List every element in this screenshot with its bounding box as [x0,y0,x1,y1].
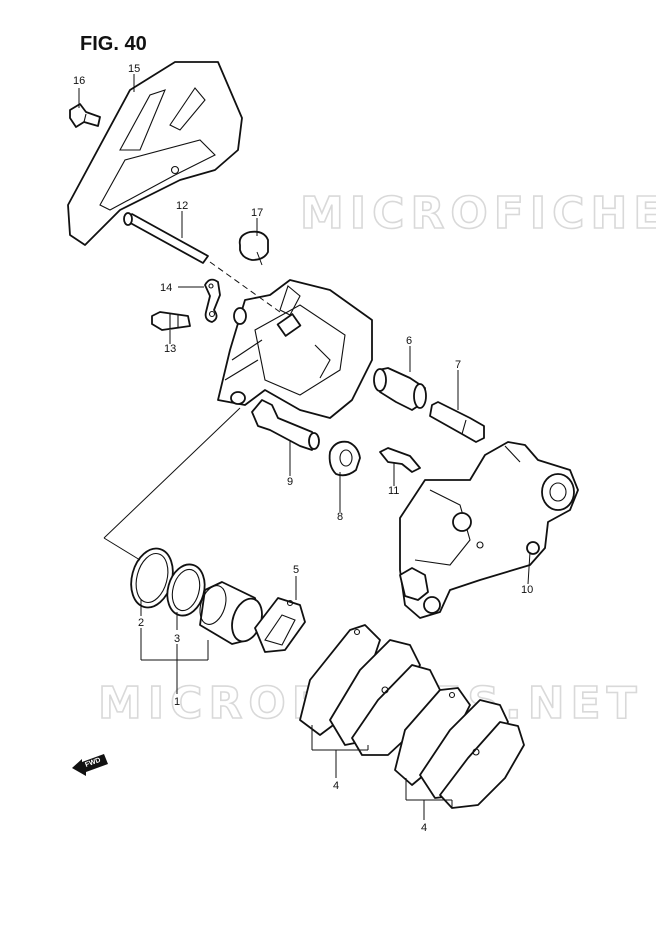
callout-4-rear: 4 [421,822,427,834]
part-17-cap [238,230,269,261]
figure-title: FIG. 40 [80,33,147,55]
callout-16: 16 [73,75,85,87]
assembly-lines [103,261,281,561]
callout-1: 1 [174,696,180,708]
forward-direction-arrow: FWD [72,754,108,776]
piston [199,581,263,645]
part-9-slide-pin [251,399,320,451]
part-10-bracket [399,441,579,619]
callout-10: 10 [521,584,533,596]
leader-lines [78,74,531,820]
callout-13: 13 [164,343,176,355]
part-14-clip [204,278,221,323]
callout-4-front: 4 [333,780,339,792]
caliper-body [217,279,373,419]
callout-14: 14 [160,282,172,294]
watermark-top: MICROFICHES.NET [300,188,656,239]
part-5-shim [254,597,306,653]
callout-12: 12 [176,200,188,212]
part-7-bolt [429,401,485,443]
callout-17: 17 [251,207,263,219]
part-16-bolt [69,103,101,128]
callout-numbers: 16 15 12 17 14 13 6 7 9 8 11 10 5 2 3 1 … [73,63,533,834]
part-15-cover [67,61,243,246]
callout-9: 9 [287,476,293,488]
callout-11: 11 [388,485,399,497]
callout-8: 8 [337,511,343,523]
callout-6: 6 [406,335,412,347]
callout-2: 2 [138,617,144,629]
part-13-bleeder-valve [151,311,191,331]
part-3-seal [166,563,206,617]
part-8-boot [328,440,361,477]
part-11-spring-clip [379,447,421,473]
callout-3: 3 [174,633,180,645]
callout-15: 15 [128,63,140,75]
part-12-pin [123,212,209,264]
part-6-sleeve [373,367,427,411]
callout-7: 7 [455,359,461,371]
part-4-brake-pads-front [299,624,441,756]
part-4-brake-pads-rear [394,687,525,809]
callout-5: 5 [293,564,299,576]
